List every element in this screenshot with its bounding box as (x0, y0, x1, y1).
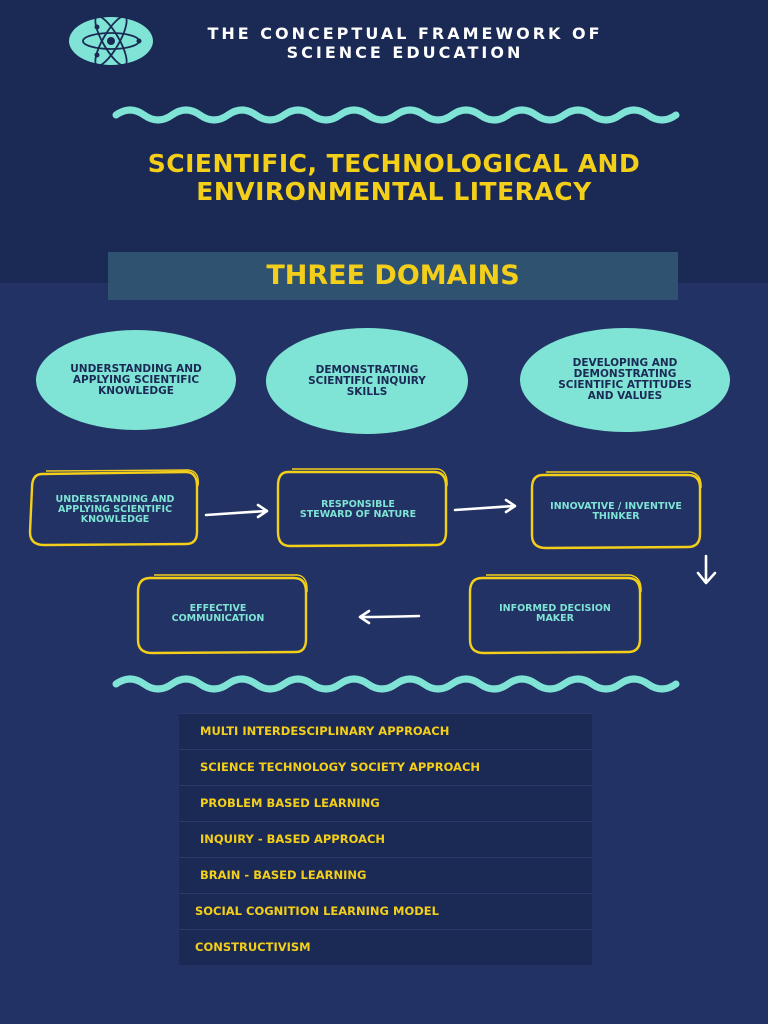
list-item-label: CONSTRUCTIVISM (195, 940, 311, 954)
list-item: SOCIAL COGNITION LEARNING MODEL (179, 893, 592, 929)
list-item-label: PROBLEM BASED LEARNING (200, 796, 380, 810)
domain-ellipse-1: UNDERSTANDING AND APPLYING SCIENTIFIC KN… (36, 330, 236, 430)
atom-icon (69, 16, 153, 66)
flow-box-3-label: INNOVATIVE / INVENTIVE THINKER (540, 484, 692, 540)
domain-ellipse-3: DEVELOPING AND DEMONSTRATING SCIENTIFIC … (520, 328, 730, 432)
header-title: THE CONCEPTUAL FRAMEWORK OF SCIENCE EDUC… (207, 24, 603, 62)
arrow-down-icon (696, 554, 717, 585)
flow-box-text: EFFECTIVE COMMUNICATION (171, 603, 265, 624)
arrow-left-icon (358, 609, 421, 625)
arrow-right-icon (204, 503, 269, 519)
list-item-label: INQUIRY - BASED APPROACH (200, 832, 386, 846)
flow-box-text: INFORMED DECISION MAKER (499, 603, 611, 624)
flow-box-1-outline (28, 470, 199, 547)
domain-label: DEVELOPING AND DEMONSTRATING SCIENTIFIC … (558, 357, 692, 402)
flow-box-4-outline (468, 576, 642, 655)
list-item-label: SCIENCE TECHNOLOGY SOCIETY APPROACH (200, 760, 481, 774)
list-item: SCIENCE TECHNOLOGY SOCIETY APPROACH (179, 749, 592, 785)
flow-box-text: UNDERSTANDING AND APPLYING SCIENTIFIC KN… (55, 494, 175, 525)
domain-label: UNDERSTANDING AND APPLYING SCIENTIFIC KN… (70, 362, 202, 397)
flow-box-3-outline (530, 473, 702, 550)
list-item: INQUIRY - BASED APPROACH (179, 821, 592, 857)
domain-label: DEMONSTRATING SCIENTIFIC INQUIRY SKILLS (308, 363, 426, 398)
list-item: PROBLEM BASED LEARNING (179, 785, 592, 821)
domains-title: THREE DOMAINS (266, 260, 520, 291)
flow-box-1-label: UNDERSTANDING AND APPLYING SCIENTIFIC KN… (40, 482, 190, 538)
approaches-list: MULTI INTERDESCIPLINARY APPROACH SCIENCE… (179, 713, 592, 965)
wave-divider-bottom (112, 675, 680, 693)
flow-box-2-outline (276, 470, 448, 548)
list-item-label: BRAIN - BASED LEARNING (200, 868, 367, 882)
list-item-label: SOCIAL COGNITION LEARNING MODEL (195, 904, 439, 918)
flow-box-4-label: INFORMED DECISION MAKER (480, 586, 630, 642)
wave-divider-top (112, 106, 680, 124)
list-item: BRAIN - BASED LEARNING (179, 857, 592, 893)
flow-box-5-label: EFFECTIVE COMMUNICATION (150, 586, 286, 642)
list-item: CONSTRUCTIVISM (179, 929, 592, 965)
domains-banner (108, 252, 678, 300)
arrow-right-icon (453, 498, 517, 514)
domain-ellipse-2: DEMONSTRATING SCIENTIFIC INQUIRY SKILLS (266, 328, 468, 434)
flow-box-2-label: RESPONSIBLE STEWARD OF NATURE (296, 482, 420, 538)
main-title: SCIENTIFIC, TECHNOLOGICAL AND ENVIRONMEN… (147, 149, 641, 206)
flow-box-5-outline (136, 576, 308, 655)
flow-box-text: RESPONSIBLE STEWARD OF NATURE (299, 499, 417, 520)
list-item-label: MULTI INTERDESCIPLINARY APPROACH (200, 724, 450, 738)
flow-box-text: INNOVATIVE / INVENTIVE THINKER (550, 501, 682, 522)
list-item: MULTI INTERDESCIPLINARY APPROACH (179, 713, 592, 749)
